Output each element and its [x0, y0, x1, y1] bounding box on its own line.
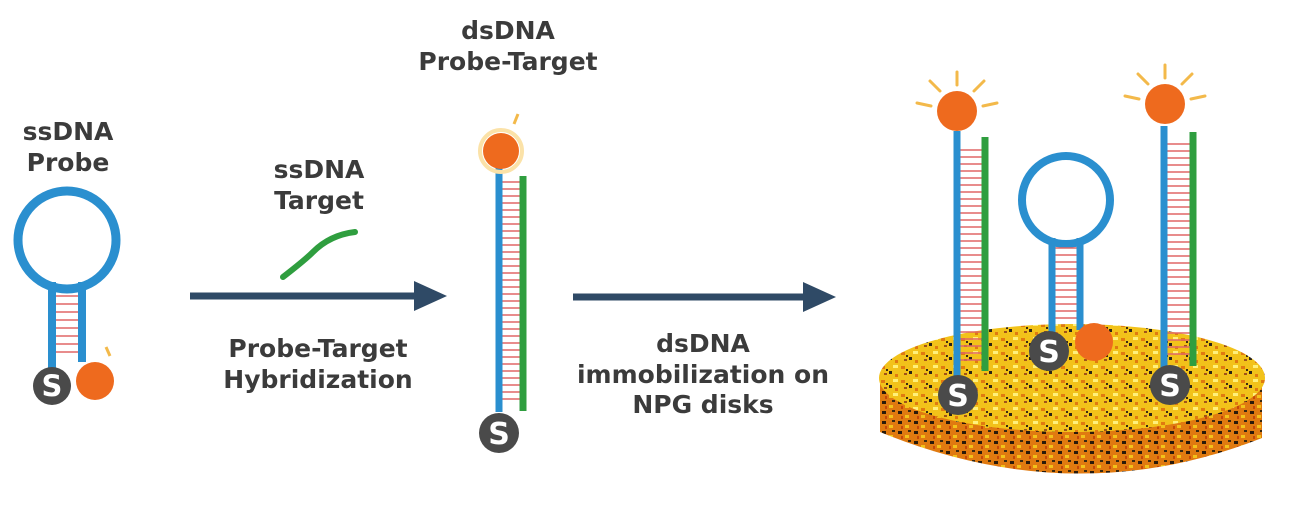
- fluorophore: [1145, 84, 1185, 124]
- fluorophore-quenched: [76, 362, 114, 400]
- npg-disk: [879, 324, 1265, 474]
- glow-ray: [104, 346, 112, 357]
- glow-ray: [512, 113, 520, 125]
- immobilization-arrow: [573, 282, 836, 312]
- anchor-letter: S: [1159, 369, 1181, 404]
- hybridization-arrow: [190, 281, 447, 311]
- glow-rays: [1123, 63, 1207, 101]
- probe-loop: [13, 186, 121, 294]
- target-strand: [280, 229, 358, 280]
- thiol-anchor: S: [479, 413, 519, 453]
- glow-ring: [478, 128, 524, 174]
- hairpin-probe: S: [13, 186, 121, 405]
- thiol-anchor: S: [938, 375, 978, 415]
- duplex-base-pairs: [502, 181, 520, 400]
- glow-rays: [915, 70, 999, 108]
- dsdna-duplex: S: [478, 113, 527, 453]
- disk-top: [879, 324, 1265, 432]
- thiol-anchor: S: [1029, 331, 1069, 371]
- immobilized-duplex-right: S: [1123, 63, 1207, 405]
- immobilized-duplex-left: S: [915, 70, 999, 415]
- anchor-letter: S: [1038, 335, 1060, 370]
- anchor-letter: S: [947, 379, 969, 414]
- anchor-letter: S: [488, 417, 510, 452]
- thiol-anchor: S: [33, 367, 71, 405]
- immobilized-hairpin: S: [1018, 152, 1114, 371]
- thiol-anchor: S: [1150, 365, 1190, 405]
- fluorophore: [937, 91, 977, 131]
- probe-stem-base-pairs: [56, 295, 78, 353]
- fluorophore-quenched: [1075, 323, 1113, 361]
- fluorophore: [483, 133, 519, 169]
- anchor-letter: S: [42, 369, 63, 403]
